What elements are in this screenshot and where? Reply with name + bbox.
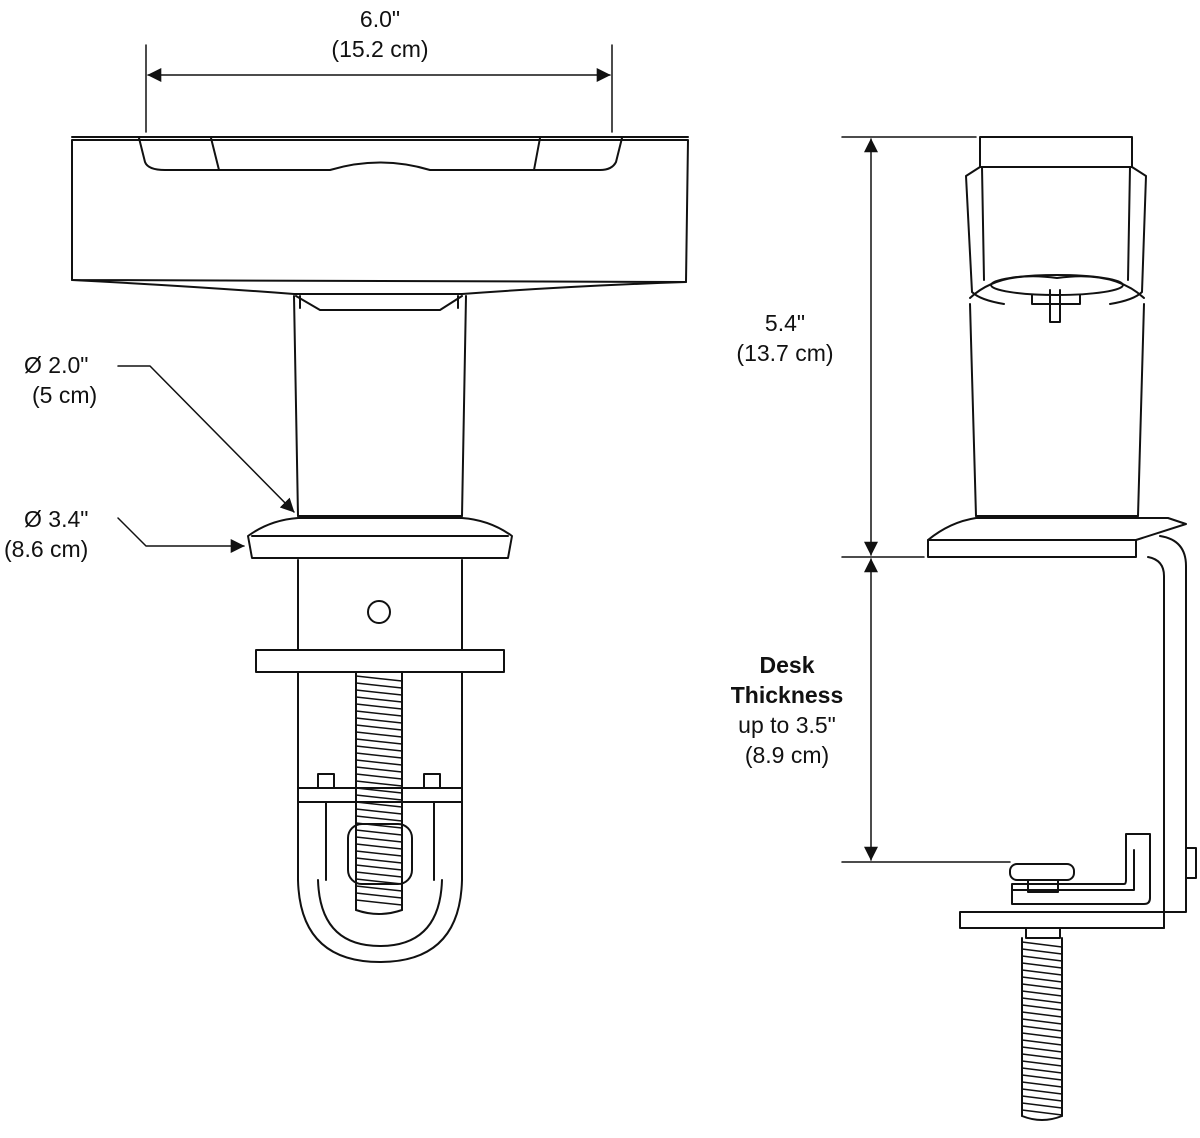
top-width-label: 6.0" (15.2 cm) xyxy=(280,4,480,64)
thread-line xyxy=(355,822,403,829)
thread-line xyxy=(355,689,403,696)
thread-line xyxy=(355,885,403,892)
thread-line xyxy=(1021,1088,1063,1095)
thread-line xyxy=(355,731,403,738)
thread-line xyxy=(1021,1032,1063,1039)
thread-line xyxy=(1021,1025,1063,1032)
mount-post-front xyxy=(293,295,467,517)
thread-line xyxy=(1021,1011,1063,1018)
base-flange-side xyxy=(927,517,1187,558)
thread-line xyxy=(1021,969,1063,976)
base-diameter-label: Ø 3.4" (8.6 cm) xyxy=(4,504,164,564)
width-dimension-line xyxy=(145,44,613,133)
post-diameter-imperial: Ø 2.0" xyxy=(24,352,89,378)
height-label: 5.4" (13.7 cm) xyxy=(710,308,860,368)
thread-line xyxy=(355,878,403,885)
mount-post-side xyxy=(969,303,1145,517)
thread-line xyxy=(1021,955,1063,962)
thread-line xyxy=(355,843,403,850)
thread-line xyxy=(355,703,403,710)
thread-line xyxy=(1021,1018,1063,1025)
threaded-rod-side xyxy=(1021,927,1063,1121)
thread-line xyxy=(1021,1095,1063,1102)
thread-line xyxy=(1021,997,1063,1004)
thread-line xyxy=(355,724,403,731)
mount-head-front xyxy=(71,136,689,311)
thread-line xyxy=(355,710,403,717)
height-metric: (13.7 cm) xyxy=(736,340,834,366)
thread-line xyxy=(355,738,403,745)
thread-line xyxy=(355,745,403,752)
thread-line xyxy=(355,871,403,878)
desk-thickness-imperial: up to 3.5" xyxy=(738,712,836,738)
desk-thickness-title-line2: Thickness xyxy=(730,682,844,708)
clamp-body-front xyxy=(255,559,505,963)
thread-line xyxy=(355,787,403,794)
height-imperial: 5.4" xyxy=(764,310,806,336)
thread-line xyxy=(355,836,403,843)
swivel-pad xyxy=(1009,863,1075,893)
base-diameter-imperial: Ø 3.4" xyxy=(24,506,89,532)
post-diameter-leader xyxy=(117,365,295,513)
thread-line xyxy=(355,759,403,766)
thread-line xyxy=(1021,1004,1063,1011)
thread-line xyxy=(1021,1081,1063,1088)
base-flange-front xyxy=(247,517,513,559)
thread-line xyxy=(355,766,403,773)
thread-line xyxy=(355,850,403,857)
thread-line xyxy=(1021,1109,1063,1116)
thread-line xyxy=(355,696,403,703)
desk-thickness-label: Desk Thickness up to 3.5" (8.9 cm) xyxy=(712,650,862,770)
mount-head-side xyxy=(965,136,1147,323)
thread-line xyxy=(355,808,403,815)
base-diameter-leader xyxy=(117,517,245,553)
thread-line xyxy=(355,801,403,808)
thread-line xyxy=(355,864,403,871)
thread-line xyxy=(1021,1046,1063,1053)
thread-line xyxy=(1021,990,1063,997)
thread-line xyxy=(355,682,403,689)
thread-line xyxy=(1021,962,1063,969)
threaded-rod-front xyxy=(355,671,403,915)
post-diameter-label: Ø 2.0" (5 cm) xyxy=(24,350,164,410)
thread-line xyxy=(1021,1074,1063,1081)
top-width-metric: (15.2 cm) xyxy=(331,36,429,62)
thread-line xyxy=(355,780,403,787)
thread-line xyxy=(355,717,403,724)
thread-line xyxy=(355,815,403,822)
thread-line xyxy=(1021,948,1063,955)
thread-line xyxy=(355,892,403,899)
post-diameter-metric: (5 cm) xyxy=(32,382,98,408)
thread-line xyxy=(355,773,403,780)
thread-line xyxy=(1021,1102,1063,1109)
thread-line xyxy=(355,752,403,759)
top-width-imperial: 6.0" xyxy=(359,6,401,32)
thread-line xyxy=(1021,1039,1063,1046)
thread-line xyxy=(355,794,403,801)
thread-line xyxy=(1021,1053,1063,1060)
c-clamp-bracket xyxy=(959,535,1197,929)
thread-line xyxy=(1021,1060,1063,1067)
desk-thickness-dimension-line xyxy=(841,558,1011,863)
thread-line xyxy=(355,829,403,836)
thread-line xyxy=(1021,976,1063,983)
thread-line xyxy=(1021,1067,1063,1074)
thread-line xyxy=(1021,941,1063,948)
thread-line xyxy=(355,899,403,906)
height-dimension-line xyxy=(841,136,977,558)
desk-thickness-metric: (8.9 cm) xyxy=(744,742,830,768)
thread-line xyxy=(355,675,403,682)
base-diameter-metric: (8.6 cm) xyxy=(4,536,89,562)
desk-thickness-title-line1: Desk xyxy=(759,652,815,678)
thread-line xyxy=(1021,983,1063,990)
thread-line xyxy=(355,857,403,864)
